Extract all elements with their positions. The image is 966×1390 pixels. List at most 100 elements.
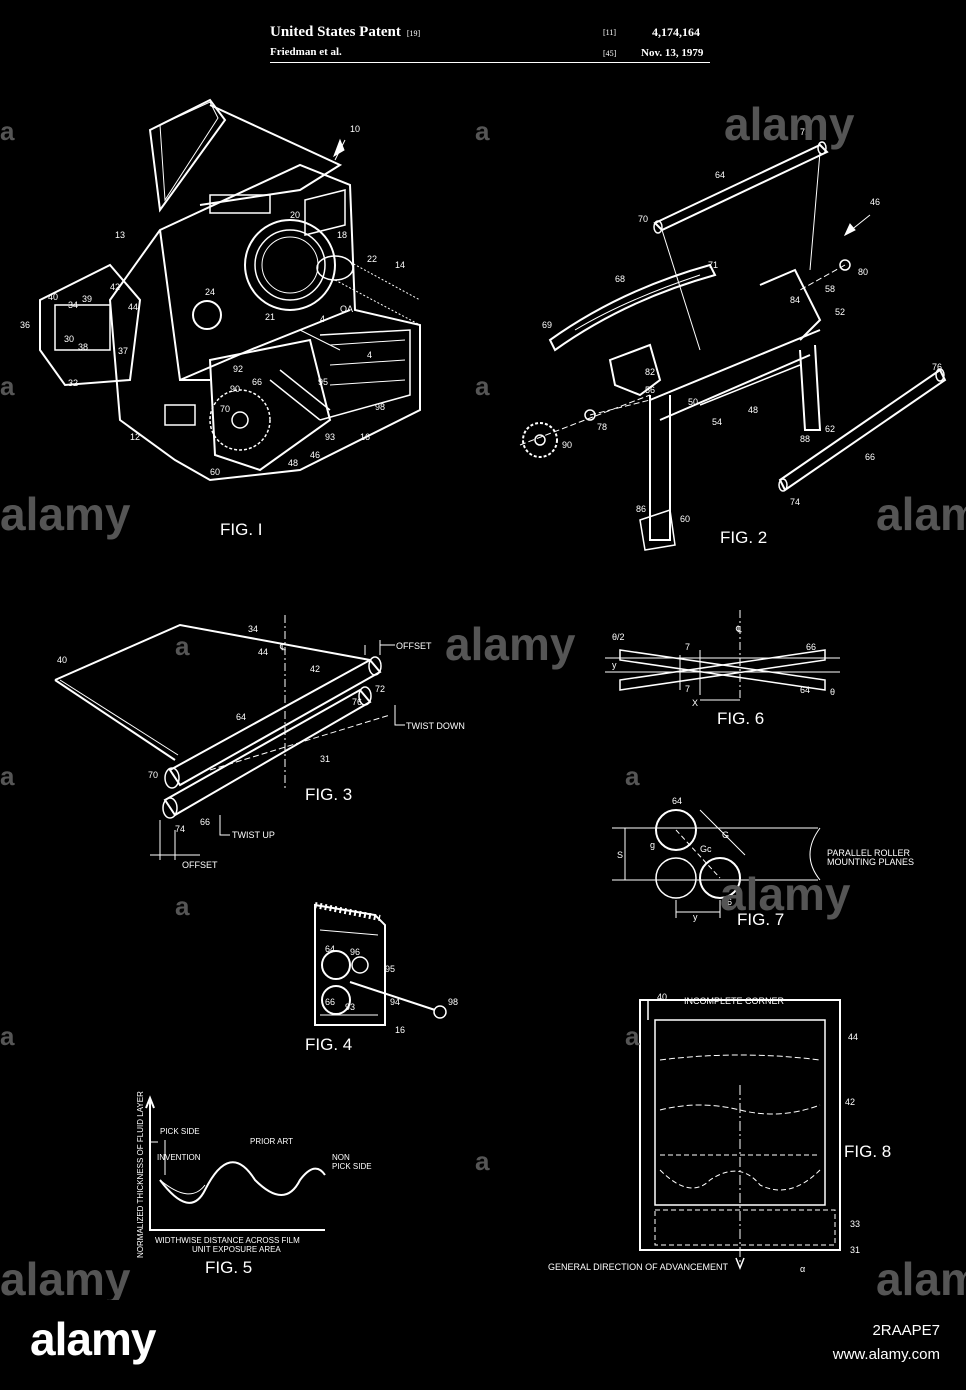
svg-text:70: 70 xyxy=(148,770,158,780)
watermark-letter: a xyxy=(475,371,490,401)
fig8-incomplete-corner: INCOMPLETE CORNER xyxy=(684,996,785,1006)
fig5-x-axis-line2: UNIT EXPOSURE AREA xyxy=(192,1245,281,1254)
svg-text:44: 44 xyxy=(258,647,268,657)
svg-text:g: g xyxy=(650,840,655,850)
watermark-word: alamy xyxy=(720,868,851,920)
svg-text:66: 66 xyxy=(865,452,875,462)
svg-text:18: 18 xyxy=(337,230,347,240)
svg-text:56: 56 xyxy=(645,385,655,395)
fig1-camera-drawing xyxy=(40,100,420,480)
watermark-letter: a xyxy=(625,761,640,791)
svg-text:74: 74 xyxy=(175,824,185,834)
svg-text:64: 64 xyxy=(236,712,246,722)
svg-text:94: 94 xyxy=(390,997,400,1007)
svg-text:52: 52 xyxy=(835,307,845,317)
svg-text:7: 7 xyxy=(685,684,690,694)
fig3-label: FIG. 3 xyxy=(305,785,352,804)
svg-text:42: 42 xyxy=(845,1097,855,1107)
svg-text:31: 31 xyxy=(850,1245,860,1255)
fig3-film-rollers-drawing xyxy=(55,615,405,860)
svg-text:76: 76 xyxy=(352,697,362,707)
fig8-general-direction: GENERAL DIRECTION OF ADVANCEMENT xyxy=(548,1262,729,1272)
svg-text:22: 22 xyxy=(367,254,377,264)
svg-text:98: 98 xyxy=(375,402,385,412)
fig5-label: FIG. 5 xyxy=(205,1258,252,1277)
svg-text:48: 48 xyxy=(748,405,758,415)
svg-text:58: 58 xyxy=(825,284,835,294)
svg-text:64: 64 xyxy=(715,170,725,180)
svg-text:93: 93 xyxy=(325,432,335,442)
svg-text:95: 95 xyxy=(318,377,328,387)
svg-text:Gc: Gc xyxy=(700,844,712,854)
svg-text:32: 32 xyxy=(68,378,78,388)
watermark-letter: a xyxy=(0,1021,15,1051)
svg-text:20: 20 xyxy=(290,210,300,220)
watermark-word: alamy xyxy=(0,1253,131,1300)
svg-text:12: 12 xyxy=(130,432,140,442)
svg-text:4: 4 xyxy=(320,314,325,324)
svg-text:X: X xyxy=(692,698,698,708)
svg-text:40: 40 xyxy=(48,292,58,302)
svg-text:7: 7 xyxy=(685,642,690,652)
svg-text:68: 68 xyxy=(615,274,625,284)
svg-text:62: 62 xyxy=(825,424,835,434)
svg-text:S: S xyxy=(617,850,623,860)
fig6-reference-numerals: θ/2℄y 7766 64θX xyxy=(612,624,835,708)
svg-text:66: 66 xyxy=(200,817,210,827)
svg-text:66: 66 xyxy=(325,997,335,1007)
svg-text:44: 44 xyxy=(128,302,138,312)
patent-drawing-sheet: 101318 221420 2421OA 403934 424436 30383… xyxy=(0,0,966,1300)
fig8-film-unit-drawing xyxy=(640,1000,840,1268)
fig1-label: FIG. I xyxy=(220,520,263,539)
svg-text:64: 64 xyxy=(325,944,335,954)
svg-text:72: 72 xyxy=(375,684,385,694)
svg-text:46: 46 xyxy=(310,450,320,460)
twist-up-label: TWIST UP xyxy=(232,830,275,840)
watermark-word: alamy xyxy=(724,98,855,150)
svg-text:38: 38 xyxy=(78,342,88,352)
svg-text:95: 95 xyxy=(385,964,395,974)
svg-text:50: 50 xyxy=(688,397,698,407)
svg-text:70: 70 xyxy=(638,214,648,224)
fig4-cross-section-drawing xyxy=(315,905,446,1025)
watermark-word: alamy xyxy=(876,1253,966,1300)
svg-text:34: 34 xyxy=(248,624,258,634)
svg-text:71: 71 xyxy=(708,260,718,270)
svg-text:46: 46 xyxy=(870,197,880,207)
offset-bottom-label: OFFSET xyxy=(182,860,218,870)
svg-text:66: 66 xyxy=(806,642,816,652)
site-url: www.alamy.com xyxy=(833,1346,940,1363)
svg-text:α: α xyxy=(800,1264,805,1274)
alamy-logo: alamy xyxy=(30,1312,155,1366)
svg-text:40: 40 xyxy=(657,992,667,1002)
fig5-y-axis: NORMALIZED THICKNESS OF FLUID LAYER xyxy=(136,1091,145,1258)
svg-text:36: 36 xyxy=(20,320,30,330)
svg-text:64: 64 xyxy=(800,685,810,695)
svg-text:60: 60 xyxy=(680,514,690,524)
twist-down-label: TWIST DOWN xyxy=(406,721,465,731)
watermark-letter: a xyxy=(475,116,490,146)
svg-text:76: 76 xyxy=(932,362,942,372)
svg-text:90: 90 xyxy=(230,384,240,394)
watermark-word: alamy xyxy=(445,618,576,670)
fig5-invention: INVENTION xyxy=(157,1153,201,1162)
svg-text:33: 33 xyxy=(850,1219,860,1229)
svg-text:40: 40 xyxy=(57,655,67,665)
svg-text:88: 88 xyxy=(800,434,810,444)
fig5-prior-art: PRIOR ART xyxy=(250,1137,293,1146)
watermark-letter: a xyxy=(175,891,190,921)
svg-text:y: y xyxy=(693,912,698,922)
fig8-reference-numerals: 404442 3331α xyxy=(657,992,860,1274)
svg-text:96: 96 xyxy=(350,947,360,957)
svg-text:24: 24 xyxy=(205,287,215,297)
svg-text:48: 48 xyxy=(288,458,298,468)
svg-text:10: 10 xyxy=(350,124,360,134)
svg-text:82: 82 xyxy=(645,367,655,377)
svg-text:64: 64 xyxy=(672,796,682,806)
svg-text:70: 70 xyxy=(220,404,230,414)
watermark-word: alamy xyxy=(0,488,131,540)
fig5-pick-side: PICK SIDE xyxy=(160,1127,200,1136)
svg-text:y: y xyxy=(612,660,617,670)
watermark-letter: a xyxy=(175,631,190,661)
fig6-label: FIG. 6 xyxy=(717,709,764,728)
